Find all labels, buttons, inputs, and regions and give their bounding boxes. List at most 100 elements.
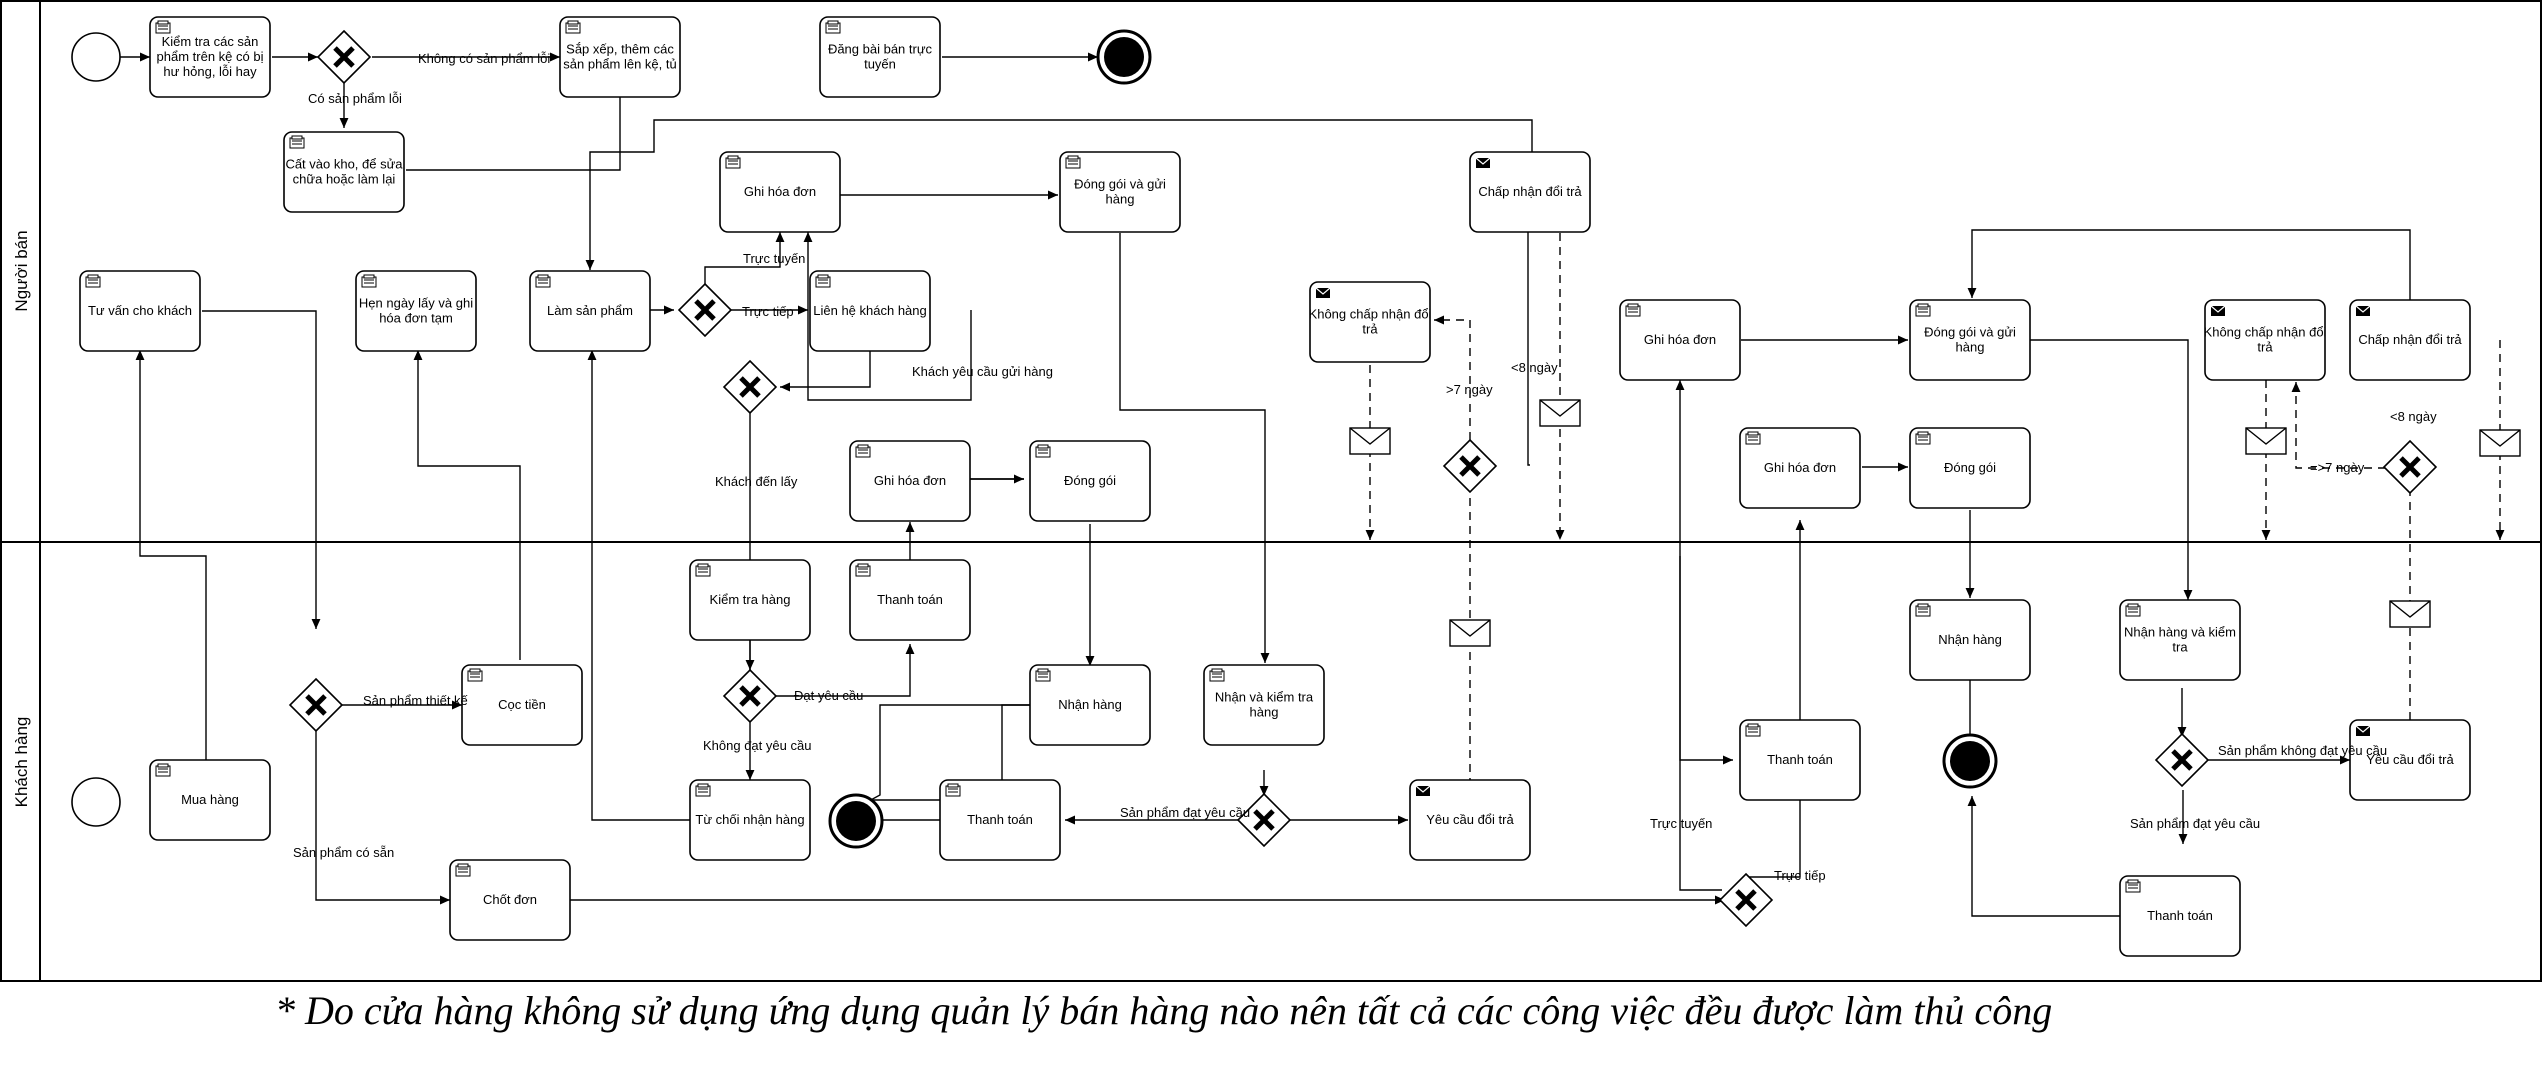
task-box	[1059, 151, 1181, 233]
exclusive-gateway	[1442, 438, 1498, 494]
task-box	[79, 270, 201, 352]
flow-label: Sản phẩm đạt yêu cầu	[1120, 805, 1250, 820]
task-label: Thanh toán	[1767, 752, 1833, 767]
task-box	[461, 664, 583, 746]
flow-label: Không đạt yêu cầu	[703, 738, 811, 753]
task-t15: Ghi hóa đơn	[1619, 299, 1741, 381]
message-task-icon	[2355, 305, 2371, 317]
exclusive-gateway	[288, 677, 344, 733]
flow-label: Sản phẩm thiết kế	[363, 693, 469, 708]
flow-label: Đạt yêu cầu	[794, 688, 863, 703]
manual-task-icon	[2125, 879, 2141, 893]
task-label: Yêu cầu đổi trả	[2366, 752, 2454, 767]
flow-label: Không có sản phẩm lỗi	[418, 51, 550, 66]
task-t11: Chấp nhận đổi trả	[1469, 151, 1591, 233]
task-t19: Ghi hóa đơn	[1739, 427, 1861, 509]
exclusive-gateway	[1236, 792, 1292, 848]
exclusive-gateway	[722, 359, 778, 415]
manual-task-icon	[1065, 155, 1081, 169]
task-t32: Nhận hàng	[1909, 599, 2031, 681]
task-t20: Đóng gói	[1909, 427, 2031, 509]
manual-task-icon	[1209, 668, 1225, 682]
task-box	[1203, 664, 1325, 746]
flow-label: >7 ngày	[1446, 382, 1493, 397]
task-label: Ghi hóa đơn	[1764, 460, 1836, 475]
task-label: Ghi hóa đơn	[744, 184, 816, 199]
footnote: * Do cửa hàng không sử dụng ứng dụng quả…	[275, 988, 2052, 1033]
task-box	[283, 131, 405, 213]
manual-task-icon	[1625, 303, 1641, 317]
task-box	[849, 559, 971, 641]
task-box	[1909, 599, 2031, 681]
manual-task-icon	[289, 135, 305, 149]
manual-task-icon	[85, 274, 101, 288]
message-task-icon	[1475, 157, 1491, 169]
manual-task-icon	[565, 20, 581, 34]
manual-task-icon	[1745, 723, 1761, 737]
task-box	[1469, 151, 1591, 233]
flow-label: Trực tiếp	[742, 304, 794, 319]
task-t27: Nhận hàng	[1029, 664, 1151, 746]
manual-task-icon	[535, 274, 551, 288]
task-label: Chấp nhận đổi trả	[1478, 184, 1582, 199]
lane-title-customer: Khách hàng	[12, 717, 31, 808]
manual-task-icon	[855, 563, 871, 577]
manual-task-icon	[361, 274, 377, 288]
manual-task-icon	[1915, 431, 1931, 445]
manual-task-icon	[1915, 303, 1931, 317]
task-box	[559, 16, 681, 98]
flow-label: Có sản phẩm lỗi	[308, 91, 402, 106]
message-task-icon	[2210, 305, 2226, 317]
message-icon	[2389, 600, 2431, 628]
lane-title-seller: Người bán	[12, 230, 31, 311]
task-t21: Mua hàng	[149, 759, 271, 841]
task-box	[1909, 299, 2031, 381]
task-box	[809, 270, 931, 352]
task-t28: Thanh toán	[939, 779, 1061, 861]
task-t24: Kiểm tra hàng	[689, 559, 811, 641]
task-t34: Yêu cầu đổi trả	[2349, 719, 2471, 801]
message-envelopes	[1349, 399, 2521, 647]
flow-label: Khách đến lấy	[715, 474, 798, 489]
flow-label: Trực tiếp	[1774, 868, 1826, 883]
exclusive-gateway	[316, 29, 372, 85]
task-label: Thanh toán	[877, 592, 943, 607]
flow-label: Trực tuyến	[1650, 816, 1712, 831]
task-box	[2349, 719, 2471, 801]
task-box	[849, 440, 971, 522]
task-label: Nhận hàng	[1058, 697, 1122, 712]
task-box	[2349, 299, 2471, 381]
task-t30: Yêu cầu đổi trả	[1409, 779, 1531, 861]
exclusive-gateway	[722, 668, 778, 724]
manual-task-icon	[1035, 668, 1051, 682]
task-box	[529, 270, 651, 352]
message-task-icon	[1415, 785, 1431, 797]
task-box	[2204, 299, 2326, 381]
manual-task-icon	[695, 563, 711, 577]
manual-task-icon	[945, 783, 961, 797]
manual-task-icon	[455, 863, 471, 877]
task-label: Chốt đơn	[483, 892, 537, 907]
message-icon	[2479, 429, 2521, 457]
task-label: Đóng gói	[1944, 460, 1996, 475]
message-icon	[2245, 427, 2287, 455]
flow-labels: Không có sản phẩm lỗi Có sản phẩm lỗi Tr…	[293, 51, 2437, 883]
flow-label: Trực tuyến	[743, 251, 805, 266]
task-box	[449, 859, 571, 941]
